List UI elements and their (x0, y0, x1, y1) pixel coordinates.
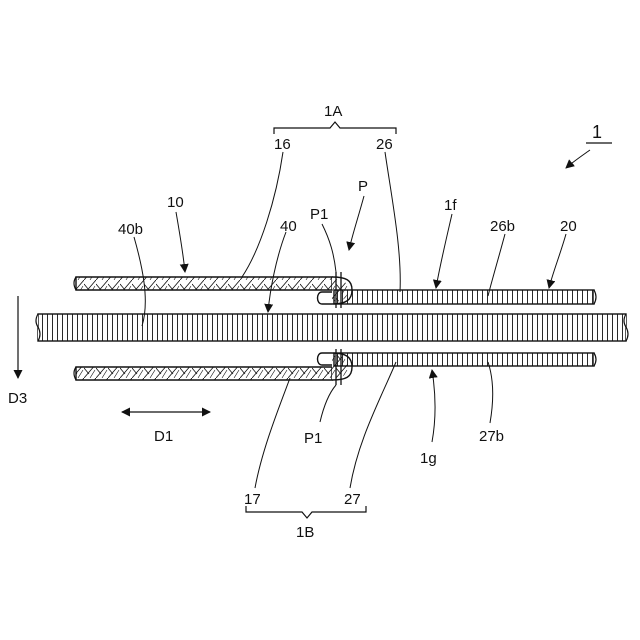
arrow-fig-1 (566, 150, 590, 168)
leader-16 (242, 152, 283, 277)
leader-26b (488, 234, 505, 296)
leader-p1-bottom (320, 385, 336, 422)
arrow-1g (432, 370, 435, 442)
label-fig-ref: 1 (592, 122, 602, 142)
leader-p1-top (322, 224, 336, 272)
leader-27 (350, 362, 396, 488)
label-1g: 1g (420, 450, 437, 467)
label-26b: 26b (490, 218, 515, 235)
arrow-20 (549, 234, 566, 288)
label-26: 26 (376, 136, 393, 153)
sheet-16 (74, 277, 352, 304)
sheet-26 (334, 290, 596, 304)
label-p1-bottom: P1 (304, 430, 322, 447)
label-10: 10 (167, 194, 184, 211)
sheet-17 (74, 353, 352, 380)
label-d1: D1 (154, 428, 173, 445)
label-27: 27 (344, 491, 361, 508)
label-40: 40 (280, 218, 297, 235)
label-p1-top: P1 (310, 206, 328, 223)
arrow-p (349, 196, 364, 250)
member-40 (36, 314, 628, 341)
label-40b: 40b (118, 221, 143, 238)
label-1b: 1B (296, 524, 314, 541)
label-16: 16 (274, 136, 291, 153)
leader-27b (488, 362, 493, 423)
arrow-10 (176, 212, 185, 272)
leader-17 (255, 378, 290, 488)
label-p: P (358, 178, 368, 195)
arrow-40 (268, 232, 286, 312)
label-20: 20 (560, 218, 577, 235)
label-27b: 27b (479, 428, 504, 445)
label-1a: 1A (324, 103, 342, 120)
label-1f: 1f (444, 197, 457, 214)
sheet-27 (334, 353, 596, 366)
label-17: 17 (244, 491, 261, 508)
bracket-1a (274, 122, 396, 134)
label-d3: D3 (8, 390, 27, 407)
leader-26 (385, 152, 400, 292)
arrow-1f (436, 214, 452, 288)
